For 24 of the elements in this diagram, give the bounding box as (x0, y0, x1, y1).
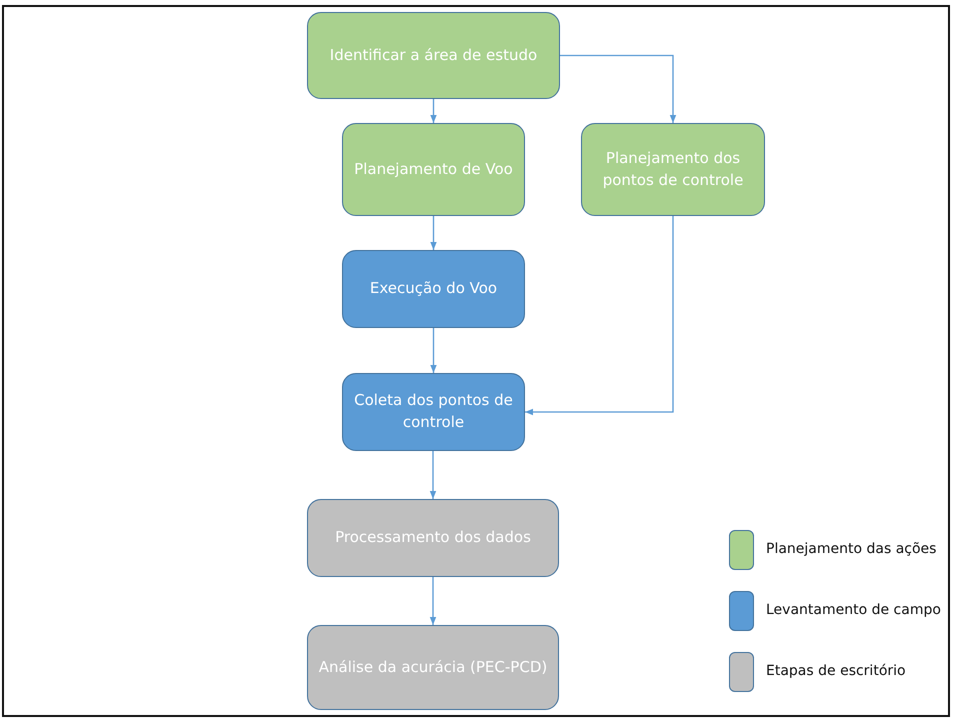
step-text: Processamento dos dados (335, 527, 531, 548)
arrow (430, 216, 437, 250)
process-box (581, 123, 765, 216)
legend-label: Etapas de escritório (766, 663, 906, 679)
step-text: Planejamento dos pontos de controle (602, 148, 744, 190)
process-box (307, 12, 560, 99)
step-text: Análise da acurácia (PEC-PCD) (318, 656, 548, 678)
step-text: Execução do Voo (370, 278, 498, 300)
legend-label: Levantamento de campo (766, 602, 941, 618)
process-box (342, 250, 525, 328)
arrow (430, 451, 436, 499)
legend-label: Planejamento das ações (766, 541, 936, 557)
step-text: Coleta dos pontos de controle (353, 390, 514, 433)
process-box (307, 625, 559, 710)
arrow (430, 328, 437, 373)
process-box (342, 373, 525, 451)
step-text: Identificar a área de estudo (330, 44, 538, 66)
arrow (560, 54, 676, 123)
arrow (430, 99, 437, 123)
arrow (430, 577, 436, 625)
process-box (342, 123, 525, 216)
step-text: Planejamento de Voo (354, 158, 513, 180)
process-box (307, 499, 559, 577)
arrow (525, 216, 674, 416)
